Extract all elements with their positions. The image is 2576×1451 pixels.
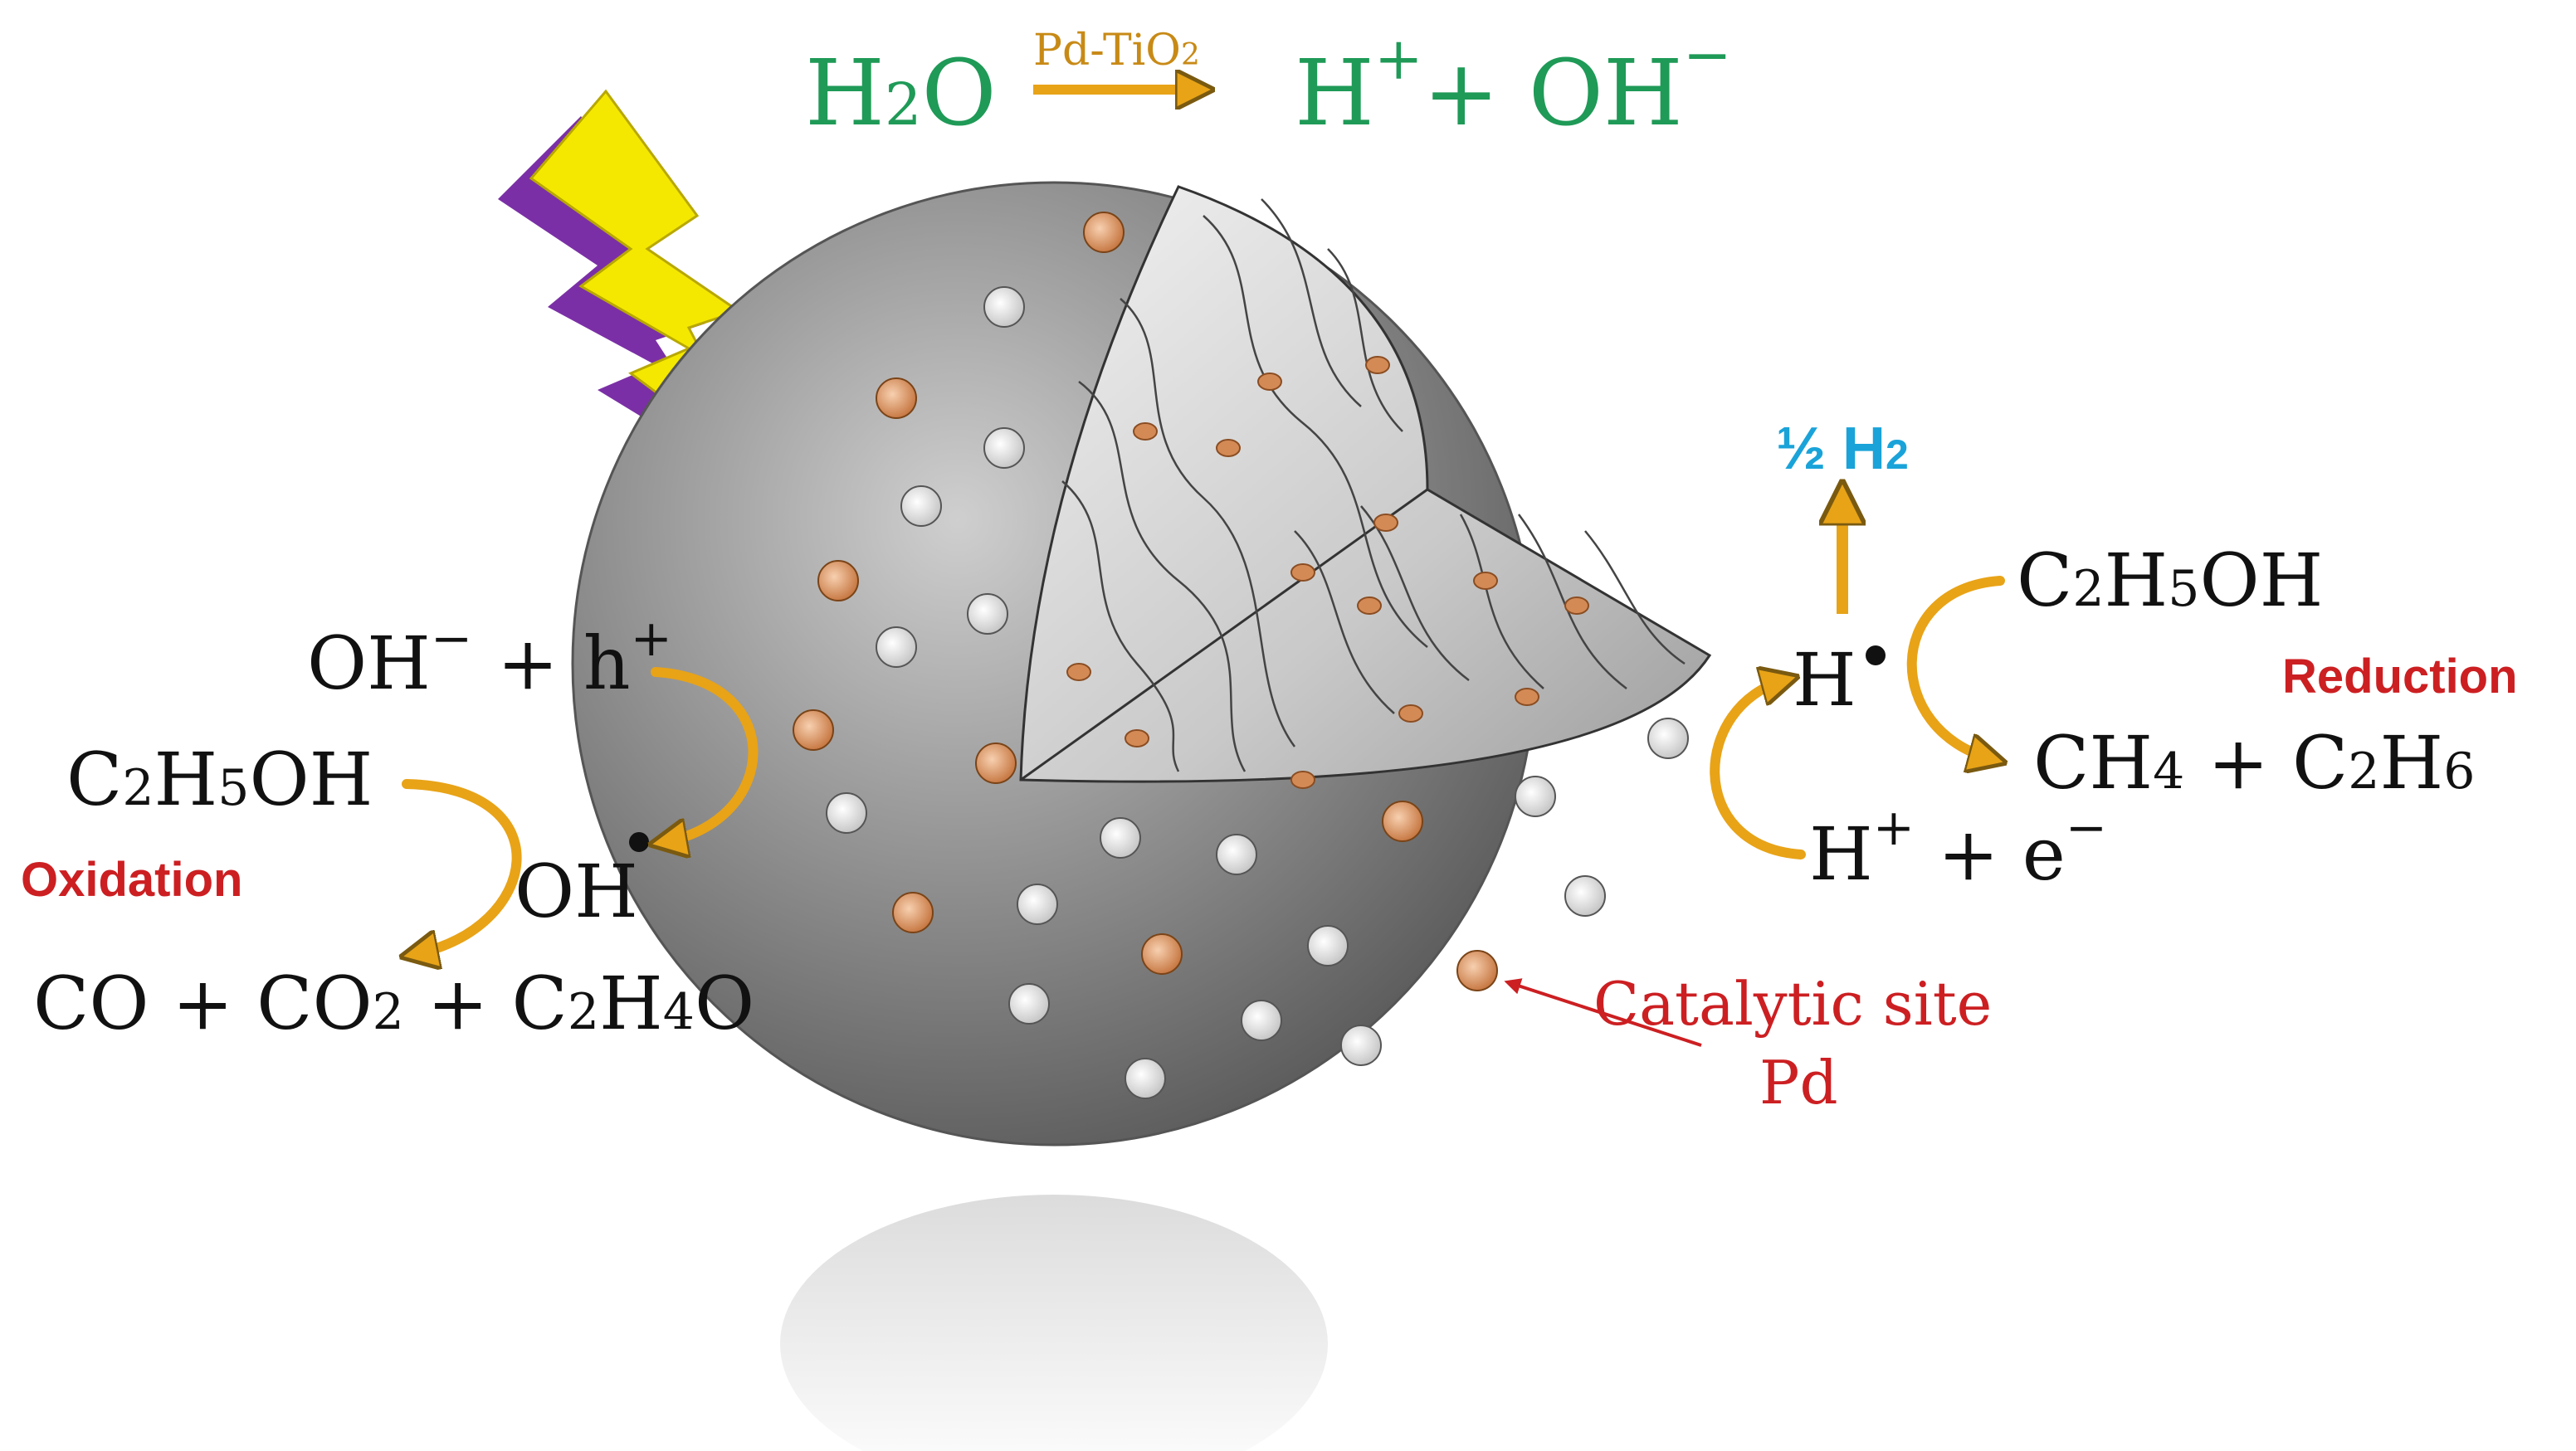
svg-text:½ H2: ½ H2 [1776,416,1909,482]
svg-text:H++ OH−: H++ OH− [1295,21,1732,146]
svg-text:CH4 + C2H6: CH4 + C2H6 [2033,720,2475,806]
svg-text:H2O: H2O [805,40,997,146]
right-e-sup: − [2066,799,2107,857]
left-oh-minus: OH [307,621,431,706]
right-ethanol-h: H [2105,538,2169,623]
top-h-sub: 2 [885,71,922,139]
svg-text:H+ + e−: H+ + e− [1809,799,2107,897]
right-arrow-hplus-to-radical [1710,680,1806,859]
catalyst-sub: 2 [1181,38,1200,72]
svg-text:CO + CO2 + C2H4O: CO + CO2 + C2H4O [33,961,754,1046]
right-arrows [1710,576,2000,859]
left-oh-minus-sup: − [431,610,472,668]
catalytic-site-arrow [1504,978,1702,1047]
right-h-plus-sup: + [1873,799,1915,857]
left-arrow-oh-to-radical [656,667,759,842]
right-h-radical: H [1793,637,1856,723]
svg-text:C2H5OH: C2H5OH [2017,538,2323,623]
sphere-catalyst [571,181,1712,1147]
left-h-sup: + [631,610,672,668]
right-ethanol-h-sub: 5 [2168,560,2199,618]
left-ethanol-c-sub: 2 [122,759,154,817]
pd-sites [793,212,1498,991]
right-h: H [2379,720,2443,806]
left-arrows [407,667,759,954]
oxidation-label: Oxidation [21,853,242,907]
left-ethanol-h: H [154,737,218,822]
left-products-h: H [599,961,663,1046]
right-h-plus: H [1809,811,1873,897]
left-plus-c: + C [404,961,568,1046]
left-oh-radical: OH [515,849,638,934]
right-c2-sub: 2 [2348,743,2379,801]
right-ethanol-c: C [2017,538,2072,623]
right-plus-e: + e [1915,811,2066,897]
catalytic-site-line2: Pd [1759,1048,1838,1117]
catalytic-site-label: Catalytic site Pd [1593,969,1992,1117]
product-oh-sup: − [1683,21,1732,89]
catalytic-site-pd-dot [1456,950,1498,991]
right-ch: CH [2033,720,2153,806]
left-ethanol-h-sub: 5 [217,759,249,817]
sphere-reflection [780,1195,1328,1451]
half-h2-sub: 2 [1886,431,1909,478]
left-products-co: CO + CO [33,961,373,1046]
left-co2-sub: 2 [373,983,404,1041]
left-h4-sub: 4 [663,983,695,1041]
titania-sites [826,286,1689,1099]
right-reactions: ½ H2 H C2H5OH Reduction CH4 + C2H6 H+ + … [1776,416,2518,897]
svg-text:Pd-TiO2: Pd-TiO2 [1033,26,1200,75]
svg-text:OH−+h+: OH−+h+ [307,610,672,706]
svg-text:C2H5OH: C2H5OH [66,737,373,822]
top-h: H [805,40,885,146]
catalytic-site-line1: Catalytic site [1593,969,1992,1039]
catalyst-label: Pd-TiO [1033,26,1181,75]
left-ethanol-oh: OH [249,737,373,822]
left-arrow-ethanol-to-products [407,779,522,954]
right-plus-c: + C [2184,720,2348,806]
top-o: O [921,40,996,146]
left-ethanol-c: C [66,737,122,822]
right-radical-dot [1866,645,1886,665]
left-c2-sub: 2 [568,983,599,1041]
left-h: h [583,621,631,706]
half-h2: ½ H [1776,416,1886,482]
right-h6-sub: 6 [2443,743,2475,801]
product-h-sup: + [1374,25,1423,93]
product-h: H [1295,40,1374,146]
top-reaction: H2O Pd-TiO2 H++ OH− [805,21,1732,146]
reduction-label: Reduction [2282,650,2518,704]
left-plus: + [497,621,559,706]
left-reactions: OH−+h+ C2H5OH Oxidation OH CO + CO2 + C2… [21,610,754,1046]
right-ch4-sub: 4 [2153,743,2184,801]
product-oh: + OH [1423,40,1683,146]
right-ethanol-oh: OH [2199,538,2323,623]
left-products-o: O [695,961,754,1046]
right-ethanol-c-sub: 2 [2072,560,2104,618]
right-arrow-ethanol-to-products [1906,576,2000,759]
left-radical-dot [629,832,649,852]
